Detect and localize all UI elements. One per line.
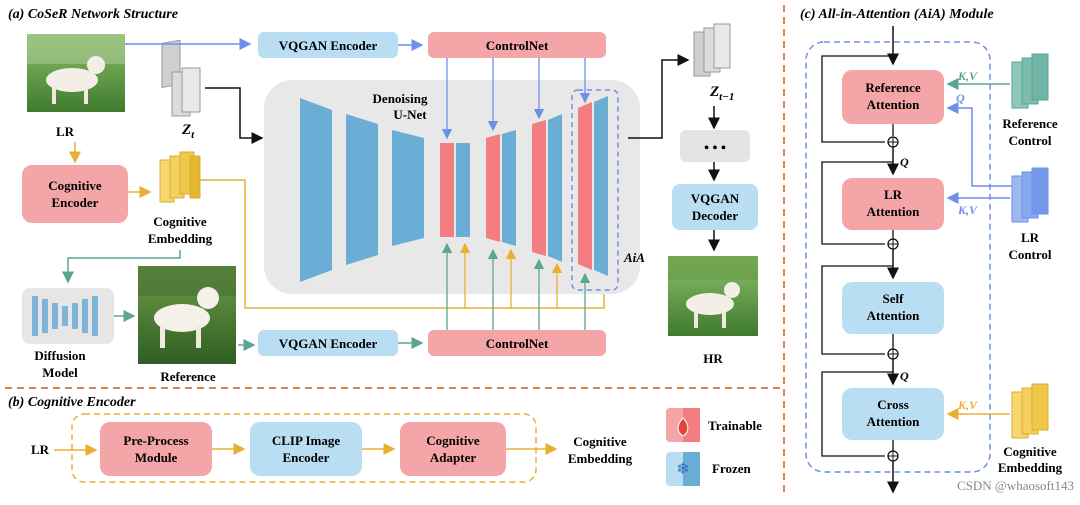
vqgan-decoder [672, 184, 758, 230]
cross-attn-label-2: Attention [867, 414, 920, 429]
lr-image [27, 34, 125, 112]
aia-cog-emb-label-1: Cognitive [1003, 444, 1057, 459]
clip-image-encoder [250, 422, 362, 476]
reference-label: Reference [160, 369, 216, 384]
vqgan-encoder-bottom-label: VQGAN Encoder [279, 336, 378, 351]
kv-label-3: K,V [957, 398, 978, 412]
adapter-label-1: Cognitive [426, 433, 480, 448]
q-label-1: Q [956, 91, 965, 105]
zt1-label: Zt−1 [709, 84, 734, 103]
ref-control-label-2: Control [1008, 133, 1051, 148]
lr-label: LR [56, 124, 75, 139]
adapter-label-2: Adapter [430, 450, 476, 465]
q-label-b: Q [900, 369, 909, 383]
unet-label-2: U-Net [393, 107, 427, 122]
cognitive-embedding-stack [159, 151, 201, 203]
lr-attention [842, 178, 944, 230]
section-a-title: (a) CoSeR Network Structure [8, 7, 178, 22]
ce-input-label: LR [31, 442, 50, 457]
q-label-a: Q [900, 155, 909, 169]
controlnet-top [428, 32, 606, 58]
lr-attn-label-2: Attention [867, 204, 920, 219]
watermark: CSDN @whaosoft143 [957, 478, 1074, 493]
clip-label-1: CLIP Image [272, 433, 340, 448]
reference-attention [842, 70, 944, 124]
zt1-latent-stack [693, 23, 731, 77]
aia-dashed-box [571, 89, 619, 291]
kv-label-2: K,V [957, 203, 978, 217]
ref-attn-label-1: Reference [865, 80, 921, 95]
aia-label: AiA [623, 250, 645, 265]
hr-label: HR [703, 351, 723, 366]
aia-module-dashed-box [805, 41, 991, 473]
legend-frozen: ❄ Frozen [666, 452, 752, 486]
fire-icon [677, 417, 689, 437]
ce-output-label-2: Embedding [568, 451, 633, 466]
section-c-title: (c) All-in-Attention (AiA) Module [800, 7, 994, 22]
controlnet-bottom [428, 330, 606, 356]
lr-control-stack [1011, 167, 1049, 223]
clip-label-2: Encoder [283, 450, 330, 465]
legend-trainable: Trainable [666, 408, 762, 442]
cognitive-embedding-label-1: Cognitive [153, 214, 207, 229]
unet-label-1: Denoising [373, 91, 428, 106]
section-b-title: (b) Cognitive Encoder [8, 395, 136, 410]
self-attention [842, 282, 944, 334]
kv-label-1: K,V [957, 69, 978, 83]
legend-frozen-label: Frozen [712, 461, 752, 476]
hr-image [668, 256, 758, 336]
self-attn-label-1: Self [883, 291, 905, 306]
self-attn-label-2: Attention [867, 308, 920, 323]
ref-control-label-1: Reference [1002, 116, 1058, 131]
preprocess-label-1: Pre-Process [123, 433, 188, 448]
aia-cognitive-embedding-stack [1011, 383, 1049, 439]
cognitive-encoder-box [22, 165, 128, 223]
controlnet-bottom-label: ControlNet [486, 336, 549, 351]
snowflake-icon: ❄ [676, 461, 689, 478]
lr-control-label-2: Control [1008, 247, 1051, 262]
vqgan-encoder-top-label: VQGAN Encoder [279, 38, 378, 53]
vqgan-encoder-bottom [258, 330, 398, 356]
ce-output-label-1: Cognitive [573, 434, 627, 449]
steps-dots: • • • [704, 141, 726, 156]
cognitive-adapter [400, 422, 506, 476]
lr-control-label-1: LR [1021, 230, 1040, 245]
vqgan-decoder-label-2: Decoder [692, 208, 738, 223]
cross-attention [842, 388, 944, 440]
unet-blocks [300, 98, 424, 282]
preprocess-label-2: Module [135, 450, 178, 465]
aia-cog-emb-label-2: Embedding [998, 460, 1063, 475]
zt-label: Zt [181, 122, 195, 141]
diffusion-label-2: Model [42, 365, 78, 380]
cognitive-encoder-label-2: Encoder [52, 195, 99, 210]
diffusion-label-1: Diffusion [34, 348, 86, 363]
cognitive-embedding-label-2: Embedding [148, 231, 213, 246]
cross-attn-label-1: Cross [877, 397, 909, 412]
controlnet-top-label: ControlNet [486, 38, 549, 53]
unet-decoder-blocks [440, 96, 608, 276]
steps-box [680, 130, 750, 162]
preprocess-module [100, 422, 212, 476]
vqgan-decoder-label-1: VQGAN [691, 191, 740, 206]
vqgan-encoder-top [258, 32, 398, 58]
zt-latent-stack [161, 39, 201, 117]
legend-trainable-label: Trainable [708, 418, 762, 433]
cognitive-encoder-dashed-box [71, 413, 537, 483]
ref-attn-label-2: Attention [867, 97, 920, 112]
reference-image [138, 266, 236, 364]
lr-attn-label-1: LR [884, 187, 903, 202]
cognitive-encoder-label-1: Cognitive [48, 178, 102, 193]
diffusion-model [22, 288, 114, 344]
reference-control-stack [1011, 53, 1049, 109]
